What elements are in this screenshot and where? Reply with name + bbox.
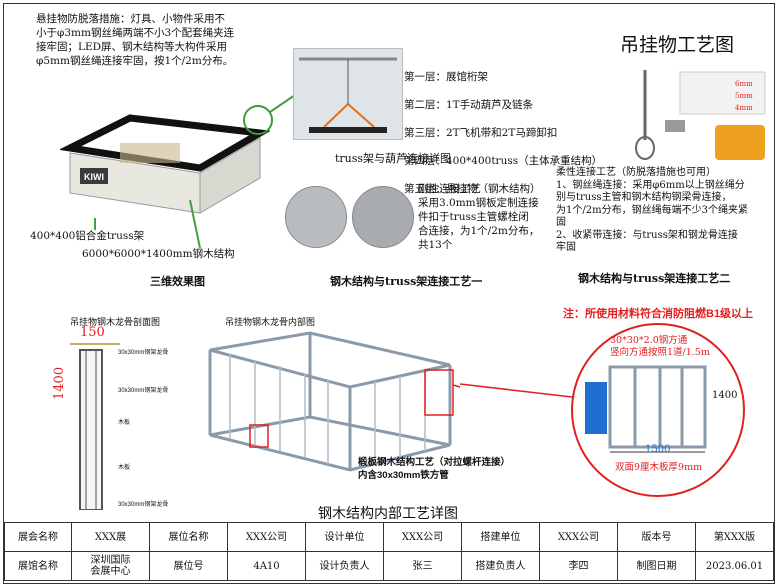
detail-board: 双面9厘木板厚9mm xyxy=(615,462,703,473)
detail-box-1 xyxy=(249,424,269,448)
truss-photo xyxy=(293,48,403,140)
layer-3: 第三层：2T飞机带和2T马蹄卸扣 xyxy=(404,127,558,139)
wire-clip xyxy=(665,120,685,132)
tb-r1-c3: 展位名称 xyxy=(149,522,228,552)
bottom-title: 钢木结构内部工艺详图 xyxy=(318,506,458,522)
caption-proc2: 钢木结构与truss架连接工艺二 xyxy=(578,272,731,285)
detail-box-2 xyxy=(424,369,454,416)
tb-r1-c9: 版本号 xyxy=(617,522,696,552)
detail-width: 1500 xyxy=(645,444,671,455)
tb-r1-c10: 第XXX版 xyxy=(695,522,774,552)
caption-3d: 三维效果图 xyxy=(150,275,205,288)
tb-r2-c7: 搭建负责人 xyxy=(461,551,540,581)
title-block-row-2: 展馆名称 深圳国际 会展中心 展位号 4A10 设计负责人 张三 搭建负责人 李… xyxy=(4,551,774,581)
booth-3d-render: KIWI xyxy=(60,114,270,214)
cable-4mm: 4mm xyxy=(735,104,753,112)
interior-title: 吊挂物钢木龙骨内部图 xyxy=(225,317,316,327)
section-label-3: 木板 xyxy=(118,420,131,426)
intro-text: 悬挂物防脱落措施：灯具、小物件采用不 小于φ3mm钢丝绳两端不小3个配套绳夹连 … xyxy=(36,13,235,67)
layer-4: 第四层：400*400truss（主体承重结构） xyxy=(404,155,603,167)
tb-r2-c4: 4A10 xyxy=(227,551,306,581)
rigid-text: 刚性连接工艺 采用3.0mm钢板定制连接 件扣于truss主管螺栓闭 合连接，为… xyxy=(418,183,540,251)
section-label-1: 30x30mm钢架龙骨 xyxy=(118,350,169,356)
truss-label: 400*400铝合金truss架 xyxy=(30,230,145,242)
tb-r2-c6: 张三 xyxy=(383,551,462,581)
tb-r2-c5: 设计负责人 xyxy=(305,551,384,581)
interior-frame-drawing xyxy=(208,331,460,472)
layer-list: 第一层：展馆桁架 第二层：1T手动葫芦及链条 第三层：2T飞机带和2T马蹄卸扣 … xyxy=(404,56,602,210)
detail-spec-line1: 30*30*2.0钢方通 xyxy=(610,335,688,346)
tb-r2-c8: 李四 xyxy=(539,551,618,581)
circular-detail xyxy=(460,323,745,497)
truss-illustration xyxy=(299,57,397,133)
rigid-photo-1 xyxy=(285,186,347,248)
title-block-row-1: 展会名称 XXX展 展位名称 XXX公司 设计单位 XXX公司 搭建单位 XXX… xyxy=(4,522,774,552)
tb-r1-c1: 展会名称 xyxy=(4,522,72,552)
tb-r1-c8: XXX公司 xyxy=(539,522,618,552)
detail-spec-line2: 竖向方通按照1道/1.5m xyxy=(610,347,710,358)
layer-5: 第五层：悬挂物（钢木结构） xyxy=(404,183,541,195)
cable-6mm: 6mm xyxy=(735,80,753,88)
rigid-photo-2 xyxy=(352,186,414,248)
section-width-dim: 150 xyxy=(80,325,105,340)
booth-wall-side xyxy=(199,137,261,214)
section-label-5: 30x30mm钢架龙骨 xyxy=(118,502,169,508)
booth-interior xyxy=(120,143,180,163)
title-block: 展会名称 XXX展 展位名称 XXX公司 设计单位 XXX公司 搭建单位 XXX… xyxy=(4,522,774,581)
section-label-4: 木板 xyxy=(118,465,131,471)
cable-sample xyxy=(679,71,766,115)
brand-panel xyxy=(80,168,108,184)
tb-r2-c3: 展位号 xyxy=(149,551,228,581)
layer-2: 第二层：1T手动葫芦及链条 xyxy=(404,99,534,111)
tb-r2-c10: 2023.06.01 xyxy=(695,551,774,581)
cable-5mm: 5mm xyxy=(735,92,753,100)
section-drawing xyxy=(70,343,120,510)
tb-r1-c6: XXX公司 xyxy=(383,522,462,552)
detail-height: 1400 xyxy=(712,390,738,401)
section-label-2: 30x30mm钢架龙骨 xyxy=(118,388,169,394)
flex-text: 柔性连接工艺（防脱落措施也可用） 1、钢丝绳连接：采用φ6mm以上钢丝绳分 别与… xyxy=(556,167,748,253)
tb-r2-c9: 制图日期 xyxy=(617,551,696,581)
layer-1: 第一层：展馆桁架 xyxy=(404,71,488,83)
tb-r2-c2: 深圳国际 会展中心 xyxy=(71,551,150,581)
sheet-border xyxy=(3,3,775,584)
tb-r1-c7: 搭建单位 xyxy=(461,522,540,552)
board-panel-blue xyxy=(585,382,607,434)
board-note: 椴板钢木结构工艺（对拉螺杆连接） 内含30x30mm铁方管 xyxy=(358,457,511,481)
detail-spec: 30*30*2.0钢方通 竖向方通按照1道/1.5m xyxy=(610,335,710,359)
tb-r1-c4: XXX公司 xyxy=(227,522,306,552)
tb-r2-c1: 展馆名称 xyxy=(4,551,72,581)
section-title: 吊挂物钢木龙骨剖面图 xyxy=(70,317,161,327)
tb-r1-c5: 设计单位 xyxy=(305,522,384,552)
tb-r1-c2: XXX展 xyxy=(71,522,150,552)
fire-rating-note: 注：所使用材料符合消防阻燃B1级以上 xyxy=(563,308,754,320)
flex-hardware-illustration: 6mm 5mm 4mm xyxy=(635,70,766,160)
caption-proc1: 钢木结构与truss架连接工艺一 xyxy=(330,275,483,288)
brand-text: KIWI xyxy=(84,172,104,182)
page-title: 吊挂物工艺图 xyxy=(620,34,735,56)
truss-caption: truss架与葫芦连接详图 xyxy=(335,152,452,165)
ratchet-strap xyxy=(715,125,765,160)
steel-label: 6000*6000*1400mm钢木结构 xyxy=(82,248,235,260)
shackle xyxy=(635,136,655,160)
